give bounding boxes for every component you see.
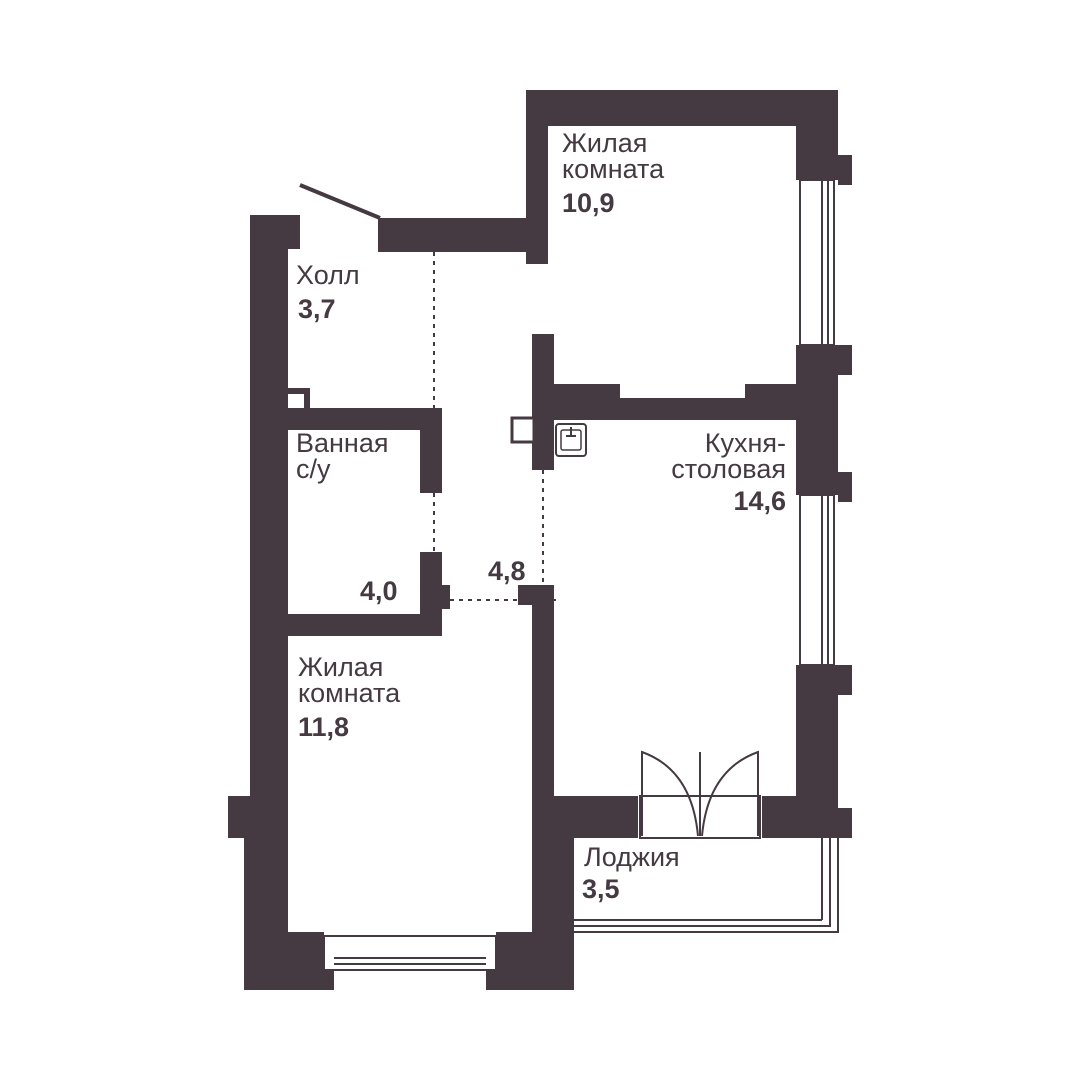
room-bath-area: 4,0 bbox=[360, 576, 398, 606]
room-loggia: Лоджия 3,5 bbox=[582, 842, 680, 904]
wall-right-pier-1 bbox=[838, 155, 852, 185]
sink-icon bbox=[555, 423, 587, 457]
room-living-top-name-1: Жилая bbox=[562, 128, 647, 158]
wall-right-pier-4 bbox=[838, 665, 852, 695]
wall-loggia-left bbox=[532, 835, 574, 990]
fixtures bbox=[510, 416, 587, 457]
wall-right-top bbox=[796, 90, 838, 180]
wall-bath-top bbox=[288, 408, 442, 430]
balcony-door-left-swing bbox=[641, 750, 699, 837]
wall-kitchen-bottom-right bbox=[762, 796, 838, 838]
room-corridor: 4,8 bbox=[488, 556, 526, 586]
wall-right-pier-3 bbox=[838, 472, 852, 502]
room-bath: Ванная с/у 4,0 bbox=[296, 428, 398, 606]
wall-bath-right-stub bbox=[442, 585, 450, 609]
zone-boundaries bbox=[433, 252, 556, 601]
room-hall-area: 3,7 bbox=[298, 294, 336, 324]
room-living-bottom: Жилая комната 11,8 bbox=[298, 652, 401, 742]
room-hall-name: Холл bbox=[296, 260, 360, 290]
room-kitchen-name-2: столовая bbox=[671, 454, 786, 484]
room-bath-name-1: Ванная bbox=[296, 428, 388, 458]
wall-kitchen-bottom-left bbox=[554, 796, 638, 838]
wall-central-stub bbox=[518, 585, 534, 605]
balcony-door-right-swing bbox=[701, 750, 759, 837]
vent-shaft bbox=[510, 416, 536, 444]
wall-left-pier bbox=[228, 796, 250, 838]
room-living-bottom-name-1: Жилая bbox=[298, 652, 383, 682]
wall-top-room-top bbox=[526, 90, 838, 126]
room-kitchen-name-1: Кухня- bbox=[705, 428, 786, 458]
loggia-glazing-inner bbox=[574, 838, 831, 927]
room-loggia-name: Лоджия bbox=[584, 842, 680, 872]
room-kitchen-area: 14,6 bbox=[733, 486, 786, 516]
walls bbox=[228, 90, 852, 990]
room-living-top-name-2: комната bbox=[562, 154, 665, 184]
wall-bath-bottom bbox=[288, 614, 442, 636]
wall-right-pier-2 bbox=[838, 345, 852, 375]
room-living-bottom-name-2: комната bbox=[298, 678, 401, 708]
room-hall: Холл 3,7 bbox=[296, 260, 360, 324]
room-living-top: Жилая комната 10,9 bbox=[562, 128, 665, 218]
room-kitchen: Кухня- столовая 14,6 bbox=[671, 428, 786, 516]
wall-right-pier-5 bbox=[838, 808, 852, 838]
room-loggia-area: 3,5 bbox=[582, 874, 620, 904]
wall-hall-niche-side bbox=[304, 388, 310, 410]
wall-top-room-bottom-right bbox=[745, 384, 838, 420]
room-corridor-area: 4,8 bbox=[488, 556, 526, 586]
loggia-glazing-outer bbox=[574, 838, 839, 933]
room-living-bottom-area: 11,8 bbox=[298, 712, 349, 742]
room-bath-name-2: с/у bbox=[296, 454, 331, 484]
doors bbox=[299, 183, 761, 839]
windows bbox=[323, 179, 839, 971]
wall-bath-right-upper bbox=[420, 408, 442, 493]
wall-hall-niche-top bbox=[288, 388, 310, 394]
entrance-door-leaf bbox=[299, 183, 381, 220]
room-living-top-area: 10,9 bbox=[562, 188, 615, 218]
wall-entrance bbox=[378, 218, 548, 252]
